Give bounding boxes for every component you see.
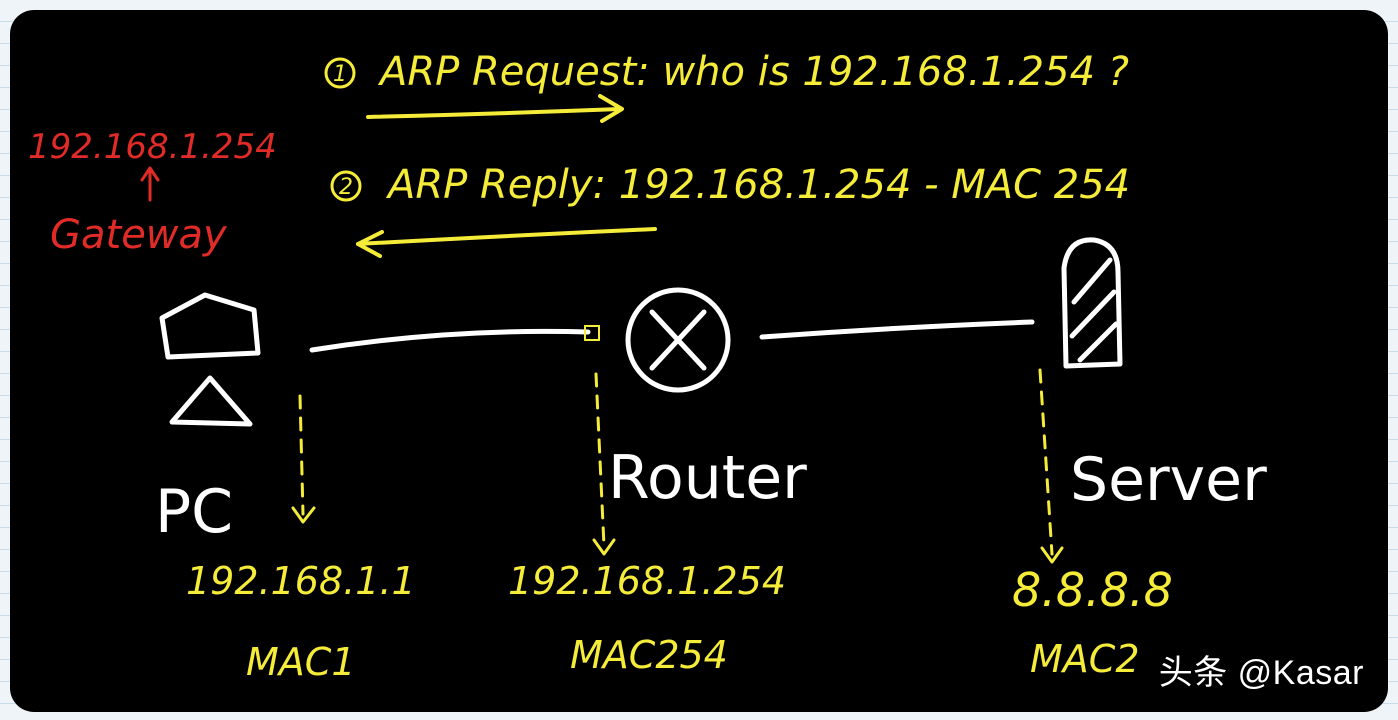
router-circle-icon [625,287,731,393]
pc-router-link [309,328,591,353]
pc-monitor-icon [159,292,261,360]
pc-label: PC [155,477,233,547]
gateway-up-arrow [140,166,160,202]
request-arrow [366,107,622,119]
server-pointer-head [1040,546,1064,564]
step-2-circle [330,170,362,202]
step-2-number: 2 [339,175,353,200]
router-port-icon [584,325,600,341]
server-icon [1061,237,1123,369]
server-stripes-icon [1069,257,1119,363]
router-icon [584,287,731,393]
step-1-number: 1 [333,62,347,87]
arp-reply-text: ARP Reply: 192.168.1.254 - MAC 254 [385,162,1130,208]
router-ip: 192.168.1.254 [508,559,786,603]
pc-base-icon [169,375,253,427]
server-body-icon [1061,237,1123,369]
gateway-annotation: 192.168.1.254 Gateway [28,127,277,258]
pc-address-pointer [298,394,305,516]
router-pointer-head [592,538,616,556]
router-cross-icon [649,309,707,371]
reply-arrow [356,227,657,246]
pc-pointer-head [291,506,316,524]
arp-request: 1 ARP Request: who is 192.168.1.254 ? [324,49,1129,123]
router-label: Router [608,443,807,513]
server-ip: 8.8.8.8 [1012,563,1173,617]
server-label: Server [1070,445,1267,515]
server-mac: MAC2 [1030,637,1140,681]
pc-icon [159,292,261,427]
arp-reply: 2 ARP Reply: 192.168.1.254 - MAC 254 [330,162,1130,258]
watermark: 头条 @Kasar [1158,654,1364,692]
gateway-ip: 192.168.1.254 [28,127,277,167]
diagram-board: 1 ARP Request: who is 192.168.1.254 ? 2 … [10,10,1388,712]
reply-arrow-head [356,230,384,258]
server-address-pointer [1038,368,1054,556]
router-server-link [759,319,1035,340]
router-address-pointer [594,372,606,548]
step-1-circle [324,57,356,89]
arp-request-text: ARP Request: who is 192.168.1.254 ? [377,49,1129,95]
arp-diagram: 1 ARP Request: who is 192.168.1.254 ? 2 … [28,49,1267,684]
gateway-label: Gateway [50,212,228,258]
pc-mac: MAC1 [246,640,356,684]
pc-ip: 192.168.1.1 [186,559,416,603]
request-arrow-head [598,94,624,123]
router-mac: MAC254 [570,633,728,677]
